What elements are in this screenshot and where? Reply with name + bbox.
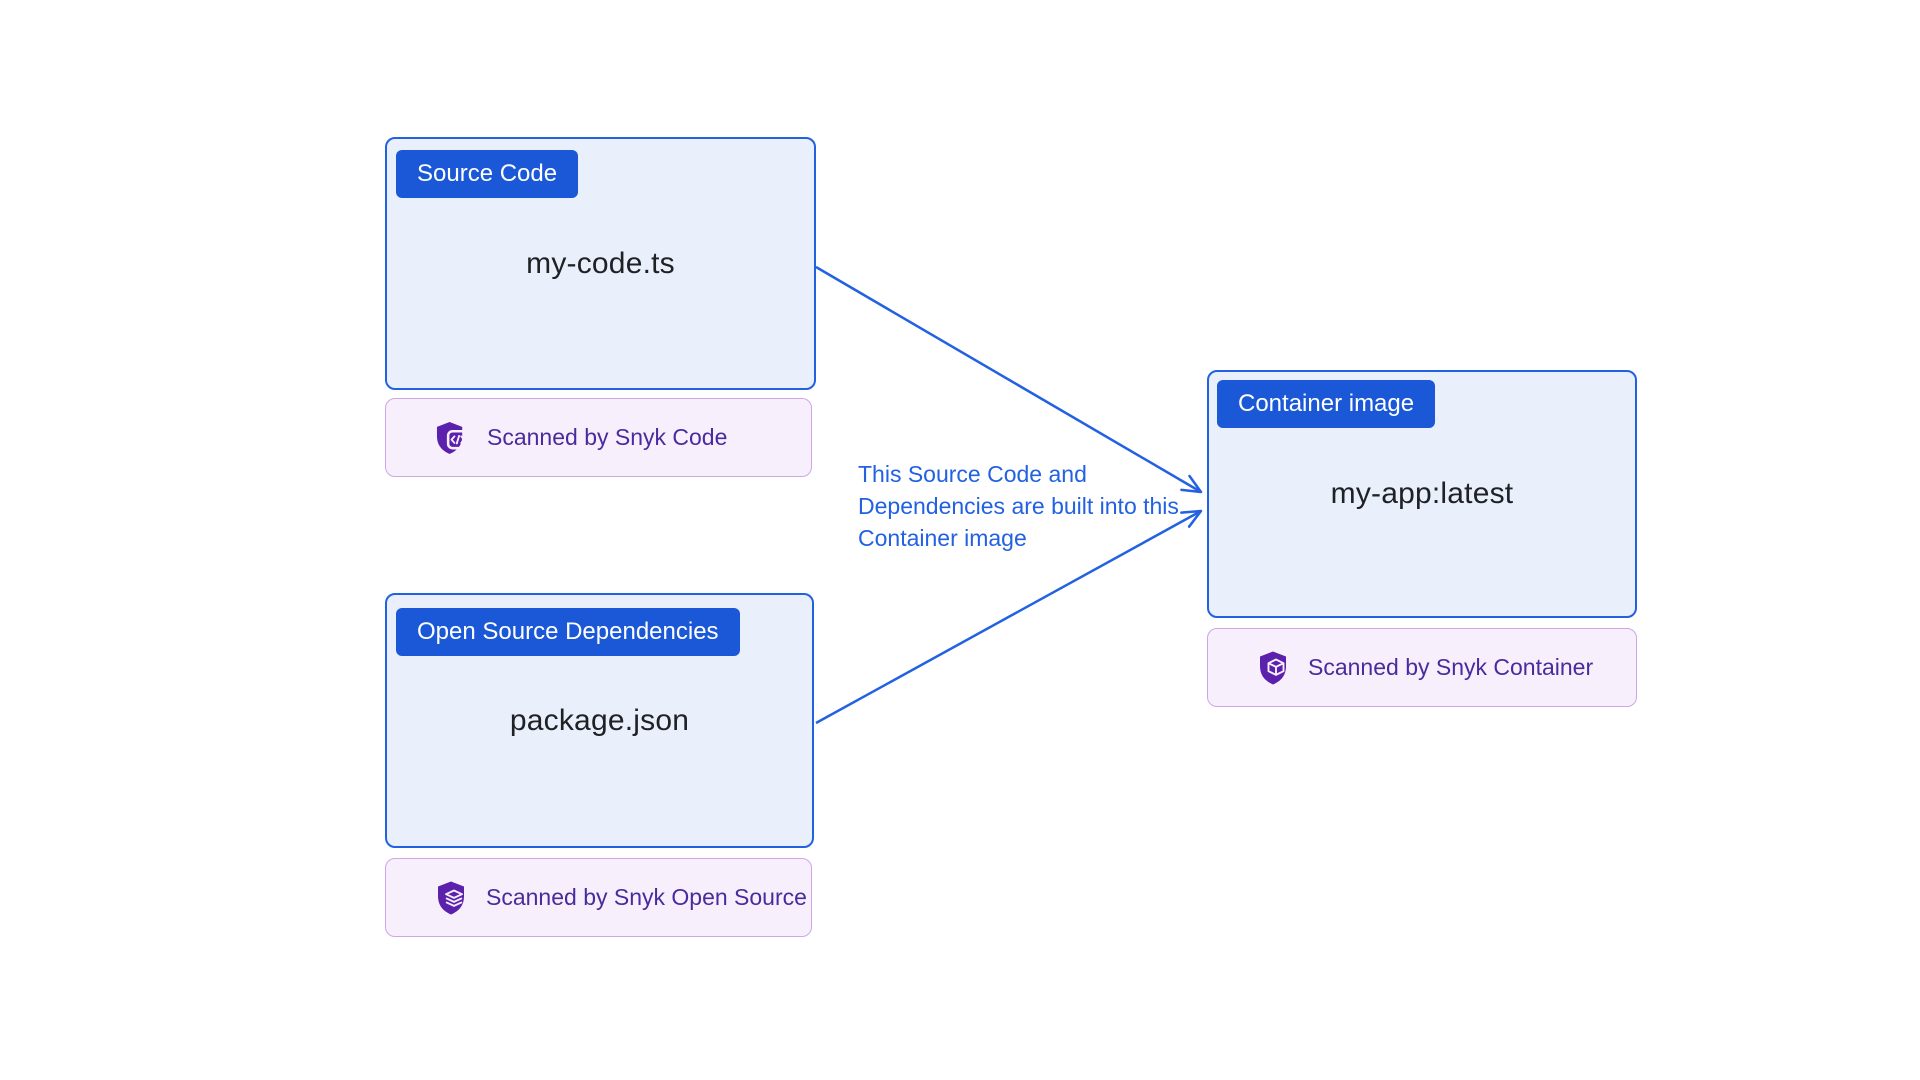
build-annotation-line-1: This Source Code and	[858, 461, 1087, 487]
container-image-node: Container image my-app:latest	[1207, 370, 1637, 618]
build-annotation-line-2: Dependencies are built into this	[858, 493, 1179, 519]
package-json-filename: package.json	[509, 703, 690, 737]
snyk-container-shield-icon	[1258, 650, 1290, 686]
source-code-filename: my-code.ts	[526, 246, 675, 280]
source-code-tag: Source Code	[396, 150, 579, 198]
snyk-open-source-shield-icon	[436, 880, 468, 916]
container-image-name: my-app:latest	[1330, 477, 1514, 510]
snyk-container-badge-label: Scanned by Snyk Container	[1308, 654, 1594, 680]
snyk-code-badge: Scanned by Snyk Code	[385, 398, 812, 477]
snyk-open-source-badge-label: Scanned by Snyk Open Source	[486, 884, 807, 910]
snyk-code-shield-icon	[436, 420, 469, 456]
build-annotation-line-3: Container image	[858, 525, 1027, 551]
open-source-deps-node: Open Source Dependencies package.json	[385, 593, 814, 848]
source-code-node: Source Code my-code.ts	[385, 137, 816, 390]
snyk-code-badge-label: Scanned by Snyk Code	[487, 424, 728, 450]
container-image-tag: Container image	[1217, 380, 1436, 428]
snyk-container-badge: Scanned by Snyk Container	[1207, 628, 1637, 707]
build-annotation: This Source Code and Dependencies are bu…	[858, 458, 1179, 554]
open-source-deps-tag: Open Source Dependencies	[396, 608, 740, 656]
snyk-open-source-badge: Scanned by Snyk Open Source	[385, 858, 812, 937]
